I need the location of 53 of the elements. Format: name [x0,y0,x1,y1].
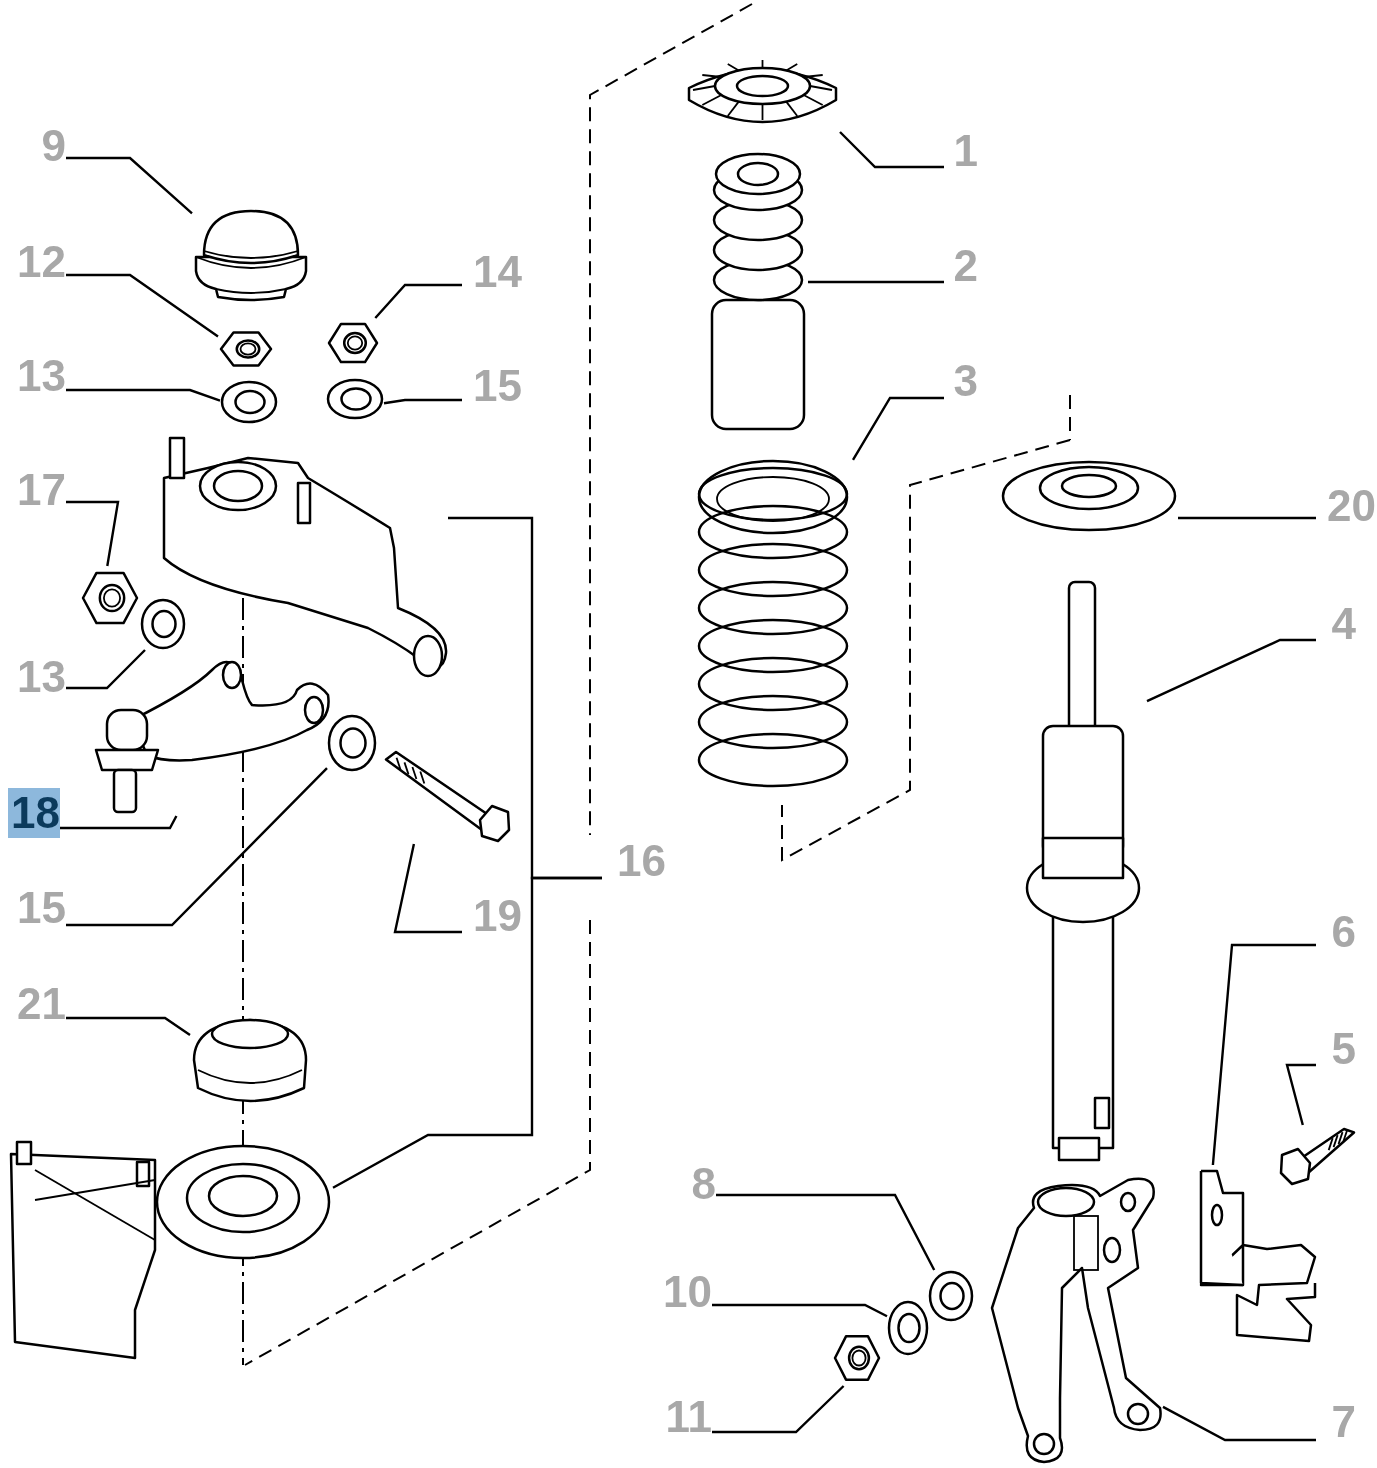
callout-number: 8 [676,1160,716,1208]
leader-line [393,843,462,934]
callout-number: 21 [6,980,66,1028]
callout-number: 14 [462,248,522,296]
leader-line [1178,516,1316,520]
leader-line [383,398,462,405]
leader-line [66,500,120,567]
callout-number: 19 [462,892,522,940]
leader-line [716,1193,936,1271]
callout-number: 6 [1316,908,1356,956]
leader-line [1285,1063,1316,1126]
leader-line [808,280,944,284]
leader-line [66,649,146,690]
washer-drawing [140,598,186,650]
washer-drawing [327,714,377,772]
callout-number: 1 [944,127,978,175]
callout-number: 5 [1316,1025,1356,1073]
callout-number: 16 [602,837,666,885]
leader-line [374,283,462,319]
leader-line [66,273,219,338]
callout-number: 10 [652,1268,712,1316]
leader-line [66,1016,191,1036]
callout-number: 13 [6,352,66,400]
callout-number: 11 [652,1393,712,1441]
callout-number: 12 [6,238,66,286]
leader-line [851,396,944,461]
callout-number: 13 [6,653,66,701]
spring-washer-drawing [887,1300,929,1356]
leader-line [66,767,328,927]
washer-drawing [326,378,384,420]
callout-number: 7 [1316,1398,1356,1446]
leader-line [712,1303,888,1318]
callout-number: 3 [944,357,978,405]
callout-number: 4 [1316,600,1356,648]
callout-number: 18 [8,788,60,838]
leader-line [1162,1405,1316,1442]
leader-line [1146,638,1316,703]
leader-line [66,388,221,402]
callout-number: 15 [6,884,66,932]
leader-line [712,1385,845,1434]
washer-drawing [928,1270,974,1322]
bump-stop-drawing [708,150,808,433]
leader-line [1211,943,1316,1166]
leader-line [66,156,193,215]
callout-number: 20 [1316,482,1376,530]
callout-number: 2 [944,242,978,290]
callout-number: 17 [6,466,66,514]
leader-line [839,131,944,169]
leader-line [60,815,178,830]
leader-line [332,876,602,1189]
washer-drawing [220,380,278,424]
callout-number: 9 [30,122,66,170]
callout-number: 15 [462,362,522,410]
